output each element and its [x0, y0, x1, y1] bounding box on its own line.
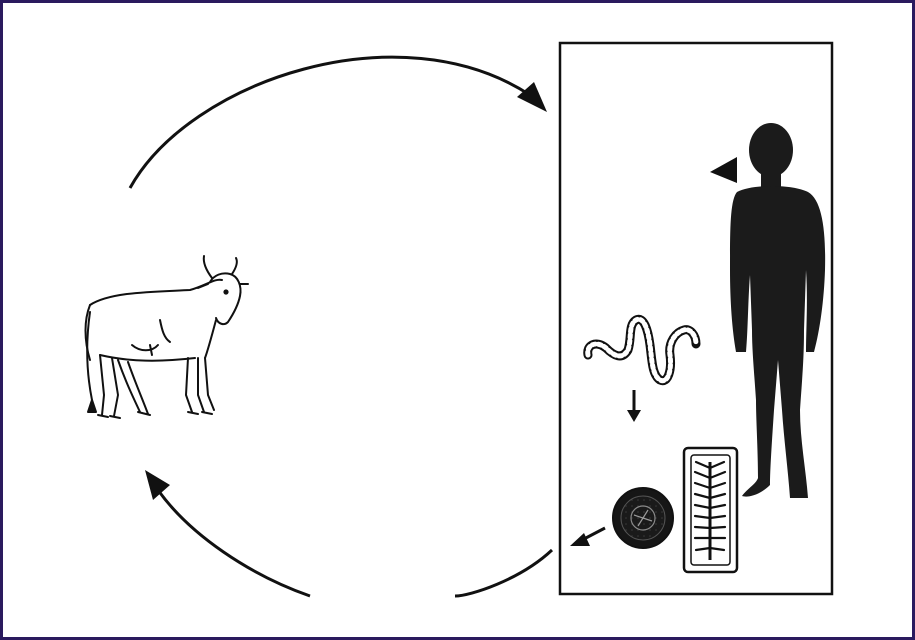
tapeworm-egg-icon [613, 488, 673, 548]
gravid-proglottid-icon [684, 448, 737, 572]
